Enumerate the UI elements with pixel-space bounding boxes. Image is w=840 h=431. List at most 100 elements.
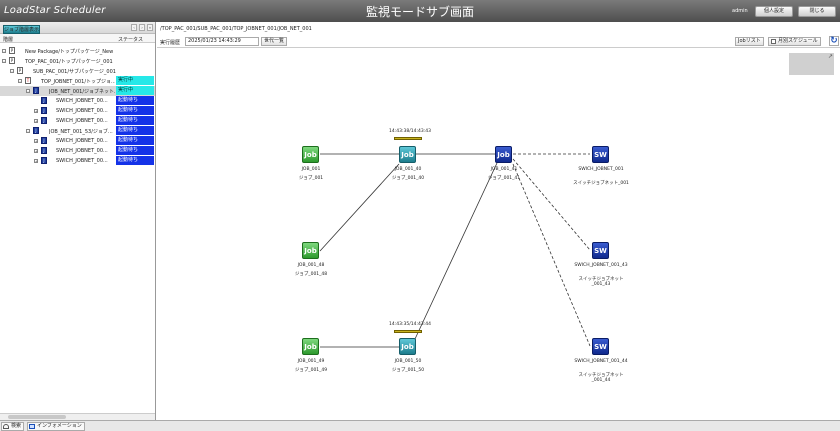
jobnet-icon: J (33, 87, 39, 94)
status-badge: 起動待ち (116, 156, 154, 165)
tree-row[interactable]: + J SWICH_JOBNET_00... 起動待ち (0, 136, 155, 146)
job-node-sub: ジョブ_001_50 (391, 368, 425, 373)
nav-prev-icon[interactable]: ‹ (131, 24, 137, 31)
job-node-name: JOB_001_49 (297, 359, 325, 364)
refresh-icon[interactable]: ↻ (829, 36, 839, 46)
history-label: 実行履歴 (160, 40, 181, 46)
tree-row[interactable]: + J SWICH_JOBNET_00... 起動待ち (0, 116, 155, 126)
collapse-icon[interactable]: - (26, 89, 30, 93)
jobnet-icon: T (25, 77, 31, 84)
title-bar: LoadStar Scheduler 監視モードサブ画面 admin 個人設定 … (0, 0, 840, 22)
expand-icon[interactable]: + (34, 119, 38, 123)
information-tab[interactable]: インフォメーション (27, 422, 85, 431)
status-badge: 起動待ち (116, 106, 154, 115)
generation-list-button[interactable]: 世代一覧 (261, 37, 288, 46)
job-node-sub: ジョブ_001_41 (487, 176, 521, 181)
search-tab[interactable]: 検索 (1, 422, 25, 431)
tree-row-label: JOB_NET_001_53/ジョブ... (49, 129, 113, 135)
expand-icon[interactable]: + (34, 139, 38, 143)
tree-row-label: SWICH_JOBNET_00... (56, 108, 108, 114)
switch-icon[interactable]: SW (592, 146, 609, 163)
job-node-name: JOB_001_48 (297, 263, 325, 268)
job-progress-bar (394, 137, 422, 140)
switch-node-sub: スイッチジョブネット_001_44 (578, 373, 624, 383)
collapse-icon[interactable]: - (18, 79, 22, 83)
horizontal-scrollbar[interactable] (0, 413, 155, 420)
col-level[interactable]: 階層 (3, 37, 14, 43)
info-icon (29, 424, 35, 429)
job-node-sub: ジョブ_001_48 (294, 272, 328, 277)
switch-jobnet-icon: J (41, 157, 47, 164)
job-flow-panel: /TOP_PAC_001/SUB_PAC_001/TOP_JOBNET_001/… (157, 22, 840, 420)
job-node-name: JOB_001_41 (490, 167, 518, 172)
history-datetime-input[interactable]: 2025/01/23 14:43:29 (185, 37, 259, 46)
status-badge: 起動待ち (116, 146, 154, 155)
monthly-schedule-label: 月別スケジュール (778, 38, 818, 44)
collapse-icon[interactable]: - (10, 69, 14, 73)
tree-row-label: New Package/トップパッケージ_New (25, 49, 114, 55)
col-status[interactable]: ステータス (118, 37, 144, 43)
personal-settings-button[interactable]: 個人設定 (755, 6, 793, 17)
job-icon[interactable]: Job (399, 146, 416, 163)
minimap[interactable]: ↗ (789, 53, 834, 75)
job-icon[interactable]: Job (302, 338, 319, 355)
package-icon: P (17, 67, 23, 74)
breadcrumb: /TOP_PAC_001/SUB_PAC_001/TOP_JOBNET_001/… (160, 26, 312, 32)
job-icon[interactable]: Job (302, 242, 319, 259)
nav-next-icon[interactable]: › (139, 24, 145, 31)
job-node-sub: ジョブ_001_49 (294, 368, 328, 373)
calendar-icon (771, 39, 776, 44)
tree-row-label: SUB_PAC_001/サブパッケージ_001 (33, 69, 116, 75)
job-list-button[interactable]: Jobリスト (735, 37, 764, 46)
bottom-tab-bar: 検索 インフォメーション (0, 420, 840, 431)
collapse-icon[interactable]: - (26, 129, 30, 133)
close-button[interactable]: 閉じる (798, 6, 836, 17)
job-node-name: JOB_001 (301, 167, 321, 172)
flow-toolbar: 実行履歴 2025/01/23 14:43:29 世代一覧 Jobリスト 月別ス… (157, 35, 840, 48)
collapse-icon[interactable]: - (2, 49, 6, 53)
scrollbar-thumb[interactable] (8, 415, 66, 419)
job-flow-canvas[interactable]: ↗ Job JOB_001 ジョブ_001 14:43:38/14:43:43 … (157, 49, 840, 420)
job-icon[interactable]: Job (495, 146, 512, 163)
tree-row[interactable]: + J SWICH_JOBNET_00... 起動待ち (0, 106, 155, 116)
expand-icon[interactable]: + (34, 109, 38, 113)
printer-icon (3, 424, 9, 429)
tree-row[interactable]: - J JOB_NET_001_53/ジョブ... 起動待ち (0, 126, 155, 136)
connector-line (414, 162, 498, 340)
status-badge: 実行中 (116, 86, 154, 95)
switch-node-name: SWICH_JOBNET_001 (578, 167, 624, 172)
connector-dashed (512, 158, 591, 251)
tree-row[interactable]: + J SWICH_JOBNET_00... 起動待ち (0, 146, 155, 156)
status-badge: 起動待ち (116, 96, 154, 105)
job-icon[interactable]: Job (302, 146, 319, 163)
tree-row-label: SWICH_JOBNET_00... (56, 98, 108, 104)
tree-row-label: JOB_NET_001/ジョブネット... (49, 89, 115, 95)
tree-row[interactable]: - T TOP_JOBNET_001/トップジョ... 実行中 (0, 76, 155, 86)
minimap-toggle-icon[interactable]: ↗ (827, 53, 833, 60)
tree-row[interactable]: - P SUB_PAC_001/サブパッケージ_001 (0, 66, 155, 76)
page-title: 監視モードサブ画面 (365, 5, 474, 19)
package-icon: P (9, 57, 15, 64)
switch-icon[interactable]: SW (592, 242, 609, 259)
expand-icon[interactable]: + (34, 149, 38, 153)
status-badge: 起動待ち (116, 136, 154, 145)
tree-row[interactable]: J SWICH_JOBNET_00... 起動待ち (0, 96, 155, 106)
switch-jobnet-icon: J (41, 107, 47, 114)
tree-row-label: TOP_JOBNET_001/トップジョ... (41, 79, 115, 85)
expand-icon[interactable]: + (34, 159, 38, 163)
tree-row[interactable]: - P New Package/トップパッケージ_New (0, 46, 155, 56)
switch-node-name: SWICH_JOBNET_001_43 (574, 263, 628, 268)
collapse-icon[interactable]: - (2, 59, 6, 63)
tree-row[interactable]: + J SWICH_JOBNET_00... 起動待ち (0, 156, 155, 166)
monthly-schedule-button[interactable]: 月別スケジュール (768, 37, 821, 46)
user-name: admin (732, 8, 748, 14)
job-icon[interactable]: Job (399, 338, 416, 355)
job-progress-bar (394, 330, 422, 333)
switch-node-name: SWICH_JOBNET_001_44 (574, 359, 628, 364)
tree-row-selected[interactable]: - J JOB_NET_001/ジョブネット... 実行中 (0, 86, 155, 96)
nav-collapse-icon[interactable]: « (147, 24, 153, 31)
tree-row[interactable]: - P TOP_PAC_001/トップパッケージ_001 (0, 56, 155, 66)
job-node-sub: ジョブ_001 (298, 176, 324, 181)
switch-icon[interactable]: SW (592, 338, 609, 355)
connector-line (319, 163, 400, 252)
